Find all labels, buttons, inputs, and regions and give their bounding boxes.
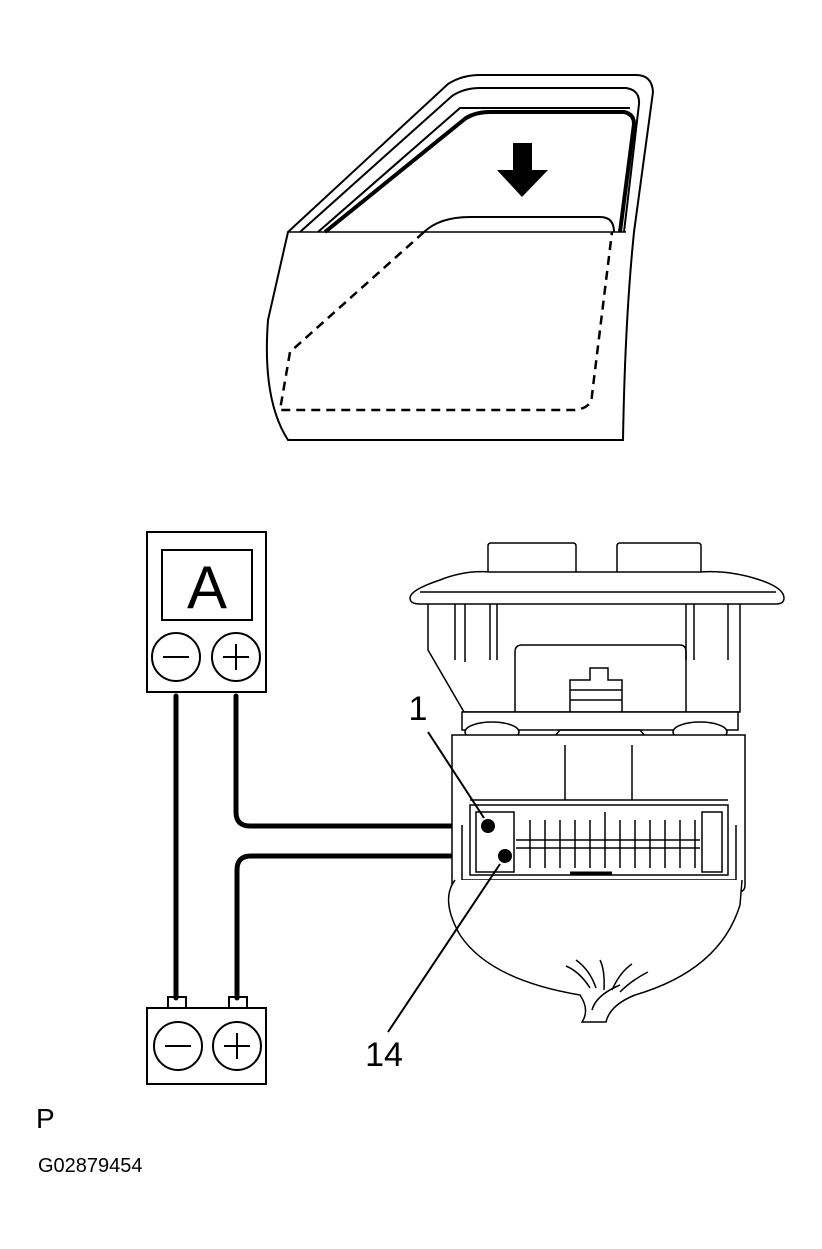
figure-letter: P [36, 1103, 55, 1134]
ammeter: A [146, 531, 267, 693]
pin-14-marker [498, 849, 512, 863]
door-illustration [265, 74, 655, 441]
battery [146, 996, 267, 1085]
pin-1-marker [481, 819, 495, 833]
callout-leader-1 [427, 731, 485, 819]
window-glass-lowered [423, 216, 615, 233]
switch-bezel [409, 570, 785, 605]
ammeter-display [161, 549, 253, 621]
down-arrow-icon [497, 143, 548, 197]
window-switch-assembly [409, 542, 785, 1023]
figure-code: G02879454 [38, 1155, 143, 1177]
callout-leader-14 [387, 863, 501, 1033]
window-frame-inner [317, 107, 630, 233]
lead-meter-positive-to-pin-1 [233, 693, 491, 829]
switch-button-left [487, 542, 577, 572]
window-glass-lowered-outline [278, 231, 614, 412]
switch-button-right [616, 542, 702, 572]
pin-cavities [529, 812, 696, 868]
lead-battery-positive-to-pin-14 [234, 853, 508, 1001]
door-outer-outline [265, 74, 655, 441]
ammeter-symbol: A [187, 554, 227, 621]
window-frame-outer [299, 87, 641, 233]
callout-label-14: 14 [365, 1036, 403, 1074]
callout-label-1: 1 [409, 690, 428, 728]
wire-harness [447, 879, 743, 1023]
test-leads [173, 693, 508, 1001]
window-glass-edge [323, 110, 637, 234]
